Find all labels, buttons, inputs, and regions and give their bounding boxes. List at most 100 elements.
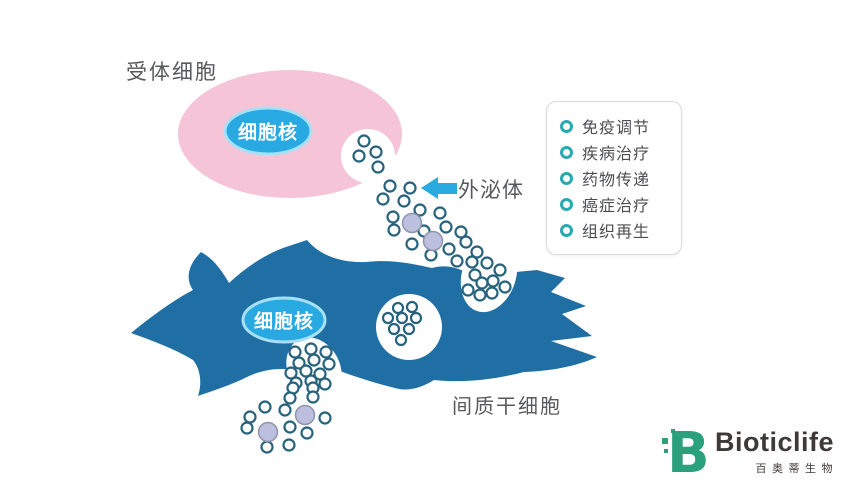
exosome-ring — [240, 421, 254, 435]
list-item-label: 疾病治疗 — [582, 146, 651, 163]
vesicle — [294, 404, 316, 426]
exosome-ring — [424, 248, 438, 262]
exosome-ring — [439, 220, 453, 234]
msc-cell-body — [131, 240, 597, 396]
exosome-ring — [243, 410, 257, 424]
logo-b-glyph: B — [667, 421, 710, 486]
logo-pixel-dot — [664, 449, 668, 453]
list-item: 癌症治疗 — [560, 191, 671, 217]
exosome-ring — [433, 206, 447, 220]
receptor-nucleus — [223, 106, 313, 156]
exosome-ring — [283, 420, 297, 434]
exosome-ring — [258, 400, 272, 414]
list-item: 免疫调节 — [560, 113, 671, 139]
list-item: 组织再生 — [560, 217, 671, 243]
list-item-label: 癌症治疗 — [582, 198, 651, 215]
multivesicular-body-exosomes — [381, 300, 423, 347]
exosome-ring — [304, 342, 318, 356]
logo-pixel-dot — [671, 429, 675, 433]
exosome-ring — [475, 276, 489, 290]
exosome-ring — [485, 286, 499, 300]
circle-bullet-icon — [560, 171, 573, 185]
exosome-ring — [486, 274, 500, 288]
exosome-ring — [300, 426, 314, 440]
exosome-ring — [498, 280, 512, 294]
exosome-ring — [292, 356, 306, 370]
exosome-ring — [299, 364, 313, 378]
large-vesicles — [257, 212, 444, 443]
circle-bullet-icon — [560, 145, 573, 159]
arrow-left-icon — [421, 177, 457, 199]
exosome-stream — [376, 179, 484, 268]
exosome-ring — [376, 192, 390, 206]
exosome-ring — [394, 333, 408, 347]
msc-top-bite-exosomes — [461, 255, 512, 302]
exosome-ring — [357, 134, 371, 148]
released-exosome-cluster — [240, 381, 332, 454]
receptor-cell-label: 受体细胞 — [126, 61, 218, 84]
exosome-ring — [442, 242, 456, 256]
exosome-ring — [402, 322, 416, 336]
msc-nucleus-label: 细胞核 — [253, 311, 315, 333]
exosome-ring — [387, 223, 401, 237]
exosome-ring — [470, 245, 484, 259]
list-item: 疾病治疗 — [560, 139, 671, 165]
msc-cell-shape — [131, 237, 597, 401]
logo-text-block: Bioticlife 百奥蒂生物 — [715, 425, 834, 476]
exosome-ring — [413, 203, 427, 217]
exosome-ring — [468, 268, 482, 282]
receptor-cell-shape — [178, 70, 402, 198]
list-item-label: 药物传递 — [582, 172, 651, 189]
exosome-ring — [352, 149, 366, 163]
exosome-ring — [480, 256, 494, 270]
exosome-ring — [306, 390, 320, 404]
exosome-ring — [386, 210, 400, 224]
exosome-ring — [450, 254, 464, 268]
circle-bullet-icon — [560, 223, 573, 237]
exosome-ring — [319, 345, 333, 359]
receptor-bite-exosomes — [352, 134, 385, 174]
exosome-ring — [371, 160, 385, 174]
exosome-ring — [307, 353, 321, 367]
bioticlife-logo-icon: B — [661, 425, 713, 483]
exosome-ring — [454, 225, 468, 239]
exosome-ring — [395, 311, 409, 325]
exosome-ring — [283, 391, 297, 405]
exosome-ring — [284, 366, 298, 380]
exosome-ring — [493, 263, 507, 277]
circle-bullet-icon — [560, 197, 573, 211]
exosome-ring — [403, 181, 417, 195]
exosome-ring — [318, 377, 332, 391]
vesicle — [422, 230, 444, 252]
circle-bullet-icon — [560, 119, 573, 133]
list-item-label: 组织再生 — [582, 224, 651, 241]
logo-name: Bioticlife — [715, 427, 835, 457]
list-item-label: 免疫调节 — [582, 120, 651, 137]
exosome-ring — [278, 403, 292, 417]
exosome-ring — [473, 288, 487, 302]
list-item: 药物传递 — [560, 165, 671, 191]
bioticlife-logo: B Bioticlife 百奥蒂生物 — [661, 425, 834, 483]
applications-panel: 免疫调节 疾病治疗 药物传递 癌症治疗 组织再生 — [546, 101, 682, 255]
logo-pixel-dot — [662, 438, 668, 444]
exosome-ring — [461, 283, 475, 297]
exosome-ring — [409, 311, 423, 325]
msc-nucleus — [241, 296, 327, 344]
exosome-ring — [318, 411, 332, 425]
exosome-ring — [383, 179, 397, 193]
msc-label: 间质干细胞 — [452, 396, 562, 418]
exosome-ring — [459, 235, 473, 249]
exosome-ring — [397, 194, 411, 208]
vesicle — [401, 212, 423, 234]
exosome-ring — [381, 311, 395, 325]
exosome-ring — [282, 438, 296, 452]
exosome-ring — [465, 255, 479, 269]
logo-subtitle: 百奥蒂生物 — [755, 463, 839, 475]
exosome-ring — [391, 301, 405, 315]
exosome-ring — [260, 440, 274, 454]
exosome-ring — [313, 367, 327, 381]
receptor-nucleus-label: 细胞核 — [237, 122, 299, 144]
exosome-label: 外泌体 — [458, 179, 524, 202]
